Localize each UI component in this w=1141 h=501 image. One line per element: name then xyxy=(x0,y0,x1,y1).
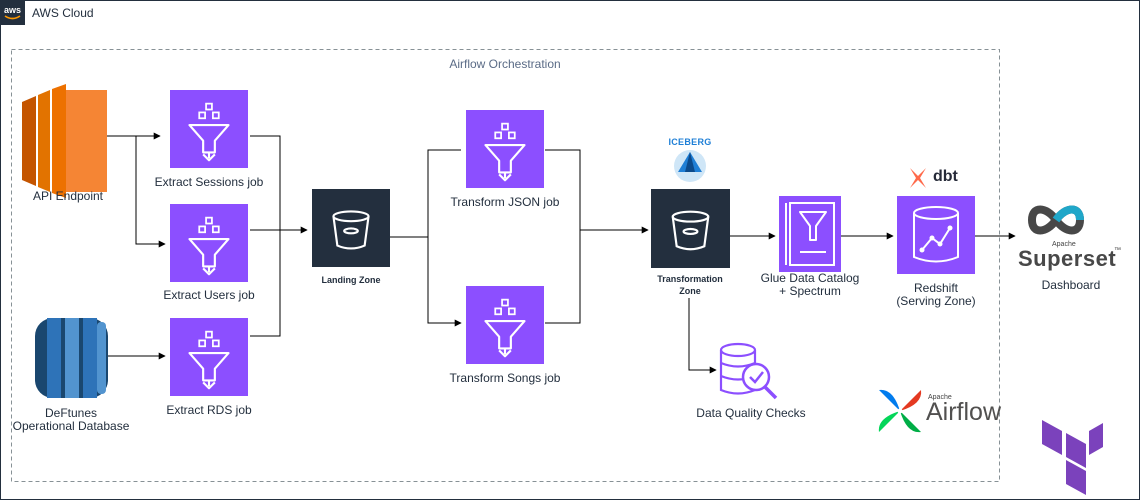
glue-job-icon xyxy=(170,90,248,168)
db-name-label: DeFtunes xyxy=(44,406,98,420)
superset-logo-text: Superset xyxy=(1018,246,1117,271)
connector-zone-quality xyxy=(688,298,717,374)
connector-jobs-landing xyxy=(250,135,307,337)
transform-json-label: Transform JSON job xyxy=(450,195,560,209)
rds-database-icon xyxy=(35,318,108,398)
aws-logo-icon: aws xyxy=(0,0,25,25)
iceberg-logo-text: ICEBERG xyxy=(668,137,712,147)
glue-data-catalog-icon xyxy=(779,196,841,272)
transformation-zone-label-2: Zone xyxy=(679,286,701,296)
redshift-icon xyxy=(897,196,975,274)
glue-job-icon xyxy=(466,110,544,188)
superset-apache-text: Apache xyxy=(1052,241,1076,248)
glue-catalog-label-2: + Spectrum xyxy=(779,284,841,298)
ec2-instance-icon xyxy=(22,84,107,198)
extract-users-label: Extract Users job xyxy=(163,288,255,302)
db-subtitle-label: Operational Database xyxy=(12,419,130,433)
transform-songs-label: Transform Songs job xyxy=(449,371,561,385)
glue-job-icon xyxy=(170,204,248,282)
airflow-logo-text: Airflow xyxy=(926,398,1002,426)
landing-zone-label: Landing Zone xyxy=(321,275,381,285)
data-quality-icon xyxy=(719,342,778,400)
s3-bucket-icon xyxy=(651,189,730,268)
data-quality-label: Data Quality Checks xyxy=(696,406,806,420)
redshift-label-2: (Serving Zone) xyxy=(896,294,976,308)
glue-catalog-label: Glue Data Catalog xyxy=(760,271,860,285)
transformation-zone-label: Transformation xyxy=(657,274,723,284)
glue-job-icon xyxy=(466,286,544,364)
api-endpoint-label: API Endpoint xyxy=(32,189,104,203)
connector-transforms-zone xyxy=(545,149,648,324)
dbt-logo-text: dbt xyxy=(933,168,958,185)
airflow-apache-text: Apache xyxy=(928,394,952,401)
glue-job-icon xyxy=(170,318,248,396)
orchestration-title: Airflow Orchestration xyxy=(449,57,561,71)
connector-api-users xyxy=(135,136,166,248)
svg-text:aws: aws xyxy=(4,5,21,15)
airflow-orchestration-boundary xyxy=(11,49,1000,482)
dbt-logo-icon xyxy=(910,168,926,188)
redshift-label: Redshift xyxy=(913,281,959,295)
connector-landing-transforms xyxy=(390,149,461,323)
s3-bucket-icon xyxy=(312,189,390,267)
extract-rds-label: Extract RDS job xyxy=(166,403,252,417)
dashboard-label: Dashboard xyxy=(1041,278,1101,292)
extract-sessions-label: Extract Sessions job xyxy=(154,175,264,189)
superset-trademark: ™ xyxy=(1114,247,1121,254)
terraform-icon xyxy=(1042,420,1103,495)
airflow-logo-icon xyxy=(878,389,922,433)
iceberg-logo-icon xyxy=(674,150,706,182)
aws-cloud-title: AWS Cloud xyxy=(32,6,94,20)
superset-logo-icon xyxy=(1027,205,1085,235)
